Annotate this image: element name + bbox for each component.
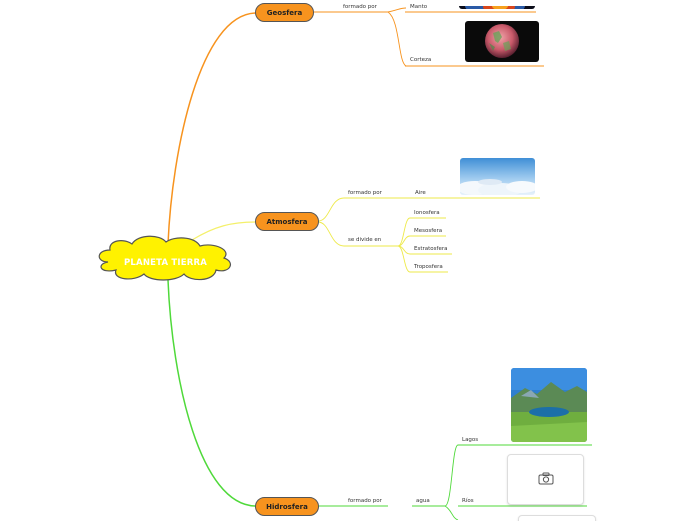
atmosfera-connectors bbox=[317, 197, 540, 273]
geosfera-relation-label[interactable]: formado por bbox=[343, 4, 377, 10]
rios-image-placeholder[interactable] bbox=[507, 454, 584, 505]
node-geosfera[interactable]: Geosfera bbox=[255, 3, 314, 22]
node-atmosfera[interactable]: Atmosfera bbox=[255, 212, 319, 231]
layer-mesosfera[interactable]: Mesosfera bbox=[414, 228, 443, 234]
layer-troposfera[interactable]: Troposfera bbox=[414, 264, 443, 270]
water-item-rios[interactable]: Ríos bbox=[462, 498, 474, 504]
aire-image[interactable] bbox=[460, 158, 535, 195]
water-item-lagos[interactable]: Lagos bbox=[462, 437, 479, 443]
central-cloud[interactable] bbox=[98, 235, 232, 281]
layer-estratosfera[interactable]: Estratosfera bbox=[414, 246, 448, 252]
orange-underlines bbox=[338, 11, 436, 67]
hidrosfera-connectors bbox=[318, 444, 592, 520]
hidrosfera-item-agua[interactable]: agua bbox=[416, 498, 430, 504]
camera-icon bbox=[538, 470, 554, 489]
corteza-image[interactable] bbox=[465, 21, 539, 62]
branch-atmosfera bbox=[191, 221, 257, 241]
central-topic-label[interactable]: PLANETA TIERRA bbox=[124, 258, 208, 268]
atmosfera-item-aire[interactable]: Aire bbox=[415, 190, 426, 196]
manto-image[interactable] bbox=[459, 0, 535, 9]
hidrosfera-relation-label[interactable]: formado por bbox=[348, 498, 382, 504]
atmosfera-formed-relation-label[interactable]: formado por bbox=[348, 190, 382, 196]
lagos-image[interactable] bbox=[511, 368, 587, 442]
branch-geosfera bbox=[167, 12, 257, 245]
atmosfera-divides-relation-label[interactable]: se divide en bbox=[348, 237, 382, 243]
geosfera-item-manto[interactable]: Manto bbox=[410, 4, 428, 10]
third-image-placeholder[interactable] bbox=[518, 515, 596, 521]
node-hidrosfera[interactable]: Hidrosfera bbox=[255, 497, 319, 516]
layer-ionosfera[interactable]: Ionosfera bbox=[414, 210, 440, 216]
geosfera-item-corteza[interactable]: Corteza bbox=[410, 57, 432, 63]
branch-hidrosfera bbox=[167, 279, 257, 507]
